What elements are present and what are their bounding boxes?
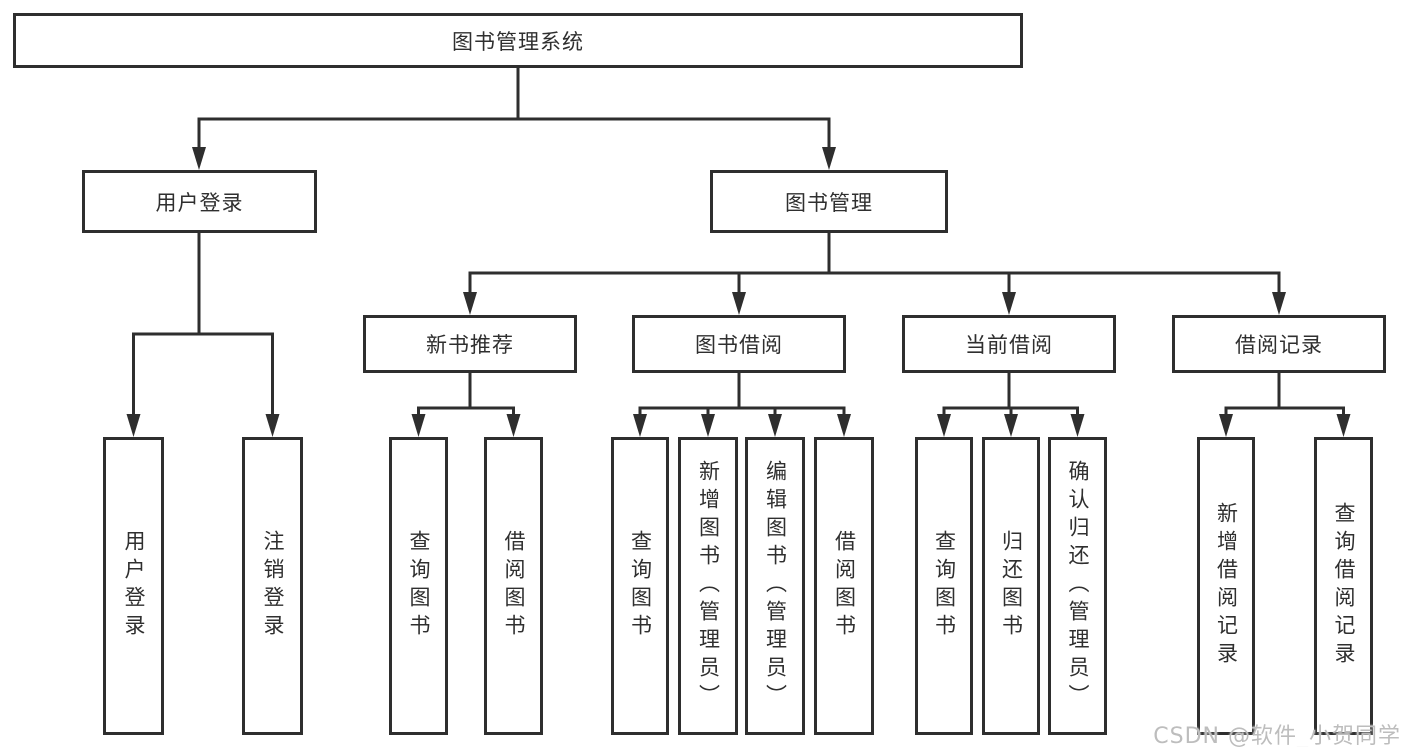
node-book-borrow: 图书借阅 xyxy=(632,315,846,373)
node-current-borrow-label: 当前借阅 xyxy=(965,333,1053,357)
leaf-confirm-return-admin-label: 确认归还（管理员） xyxy=(1066,460,1090,712)
leaf-query-book-current-label: 查询图书 xyxy=(932,530,957,642)
leaf-query-book-recommend-label: 查询图书 xyxy=(407,530,431,642)
leaf-edit-book-admin-label: 编辑图书（管理员） xyxy=(763,460,788,712)
leaf-query-book-borrow-label: 查询图书 xyxy=(628,530,653,642)
leaf-add-borrow-record-label: 新增借阅记录 xyxy=(1214,502,1239,670)
leaf-query-borrow-record-label: 查询借阅记录 xyxy=(1332,502,1356,670)
leaf-query-borrow-record: 查询借阅记录 xyxy=(1314,437,1373,735)
node-book-management-label: 图书管理 xyxy=(785,190,873,215)
leaf-borrow-book-recommend-label: 借阅图书 xyxy=(502,530,526,642)
leaf-return-book: 归还图书 xyxy=(982,437,1040,735)
node-root: 图书管理系统 xyxy=(13,13,1023,68)
leaf-query-book-recommend: 查询图书 xyxy=(389,437,448,735)
watermark-text: CSDN @软件_小贺同学 xyxy=(1153,724,1401,747)
node-borrow-records-label: 借阅记录 xyxy=(1235,333,1323,357)
leaf-borrow-book-recommend: 借阅图书 xyxy=(484,437,543,735)
leaf-add-book-admin: 新增图书（管理员） xyxy=(678,437,738,735)
leaf-query-book-current: 查询图书 xyxy=(915,437,973,735)
node-user-login-label: 用户登录 xyxy=(155,190,244,215)
leaf-edit-book-admin: 编辑图书（管理员） xyxy=(745,437,805,735)
leaf-user-login-label: 用户登录 xyxy=(122,530,146,642)
leaf-borrow-book-label: 借阅图书 xyxy=(832,530,857,642)
node-new-book-recommend: 新书推荐 xyxy=(363,315,577,373)
node-borrow-records: 借阅记录 xyxy=(1172,315,1386,373)
leaf-return-book-label: 归还图书 xyxy=(999,530,1024,642)
leaf-add-book-admin-label: 新增图书（管理员） xyxy=(696,460,721,712)
leaf-query-book-borrow: 查询图书 xyxy=(611,437,669,735)
node-current-borrow: 当前借阅 xyxy=(902,315,1116,373)
node-root-label: 图书管理系统 xyxy=(452,29,584,54)
leaf-user-login: 用户登录 xyxy=(103,437,164,735)
node-book-borrow-label: 图书借阅 xyxy=(695,333,783,357)
leaf-logout-label: 注销登录 xyxy=(261,530,285,642)
node-book-management: 图书管理 xyxy=(710,170,948,233)
leaf-logout: 注销登录 xyxy=(242,437,303,735)
arrowhead-icons xyxy=(126,147,1351,437)
node-new-book-recommend-label: 新书推荐 xyxy=(426,333,514,357)
node-user-login: 用户登录 xyxy=(82,170,317,233)
leaf-add-borrow-record: 新增借阅记录 xyxy=(1197,437,1255,735)
leaf-confirm-return-admin: 确认归还（管理员） xyxy=(1048,437,1107,735)
leaf-borrow-book: 借阅图书 xyxy=(814,437,874,735)
